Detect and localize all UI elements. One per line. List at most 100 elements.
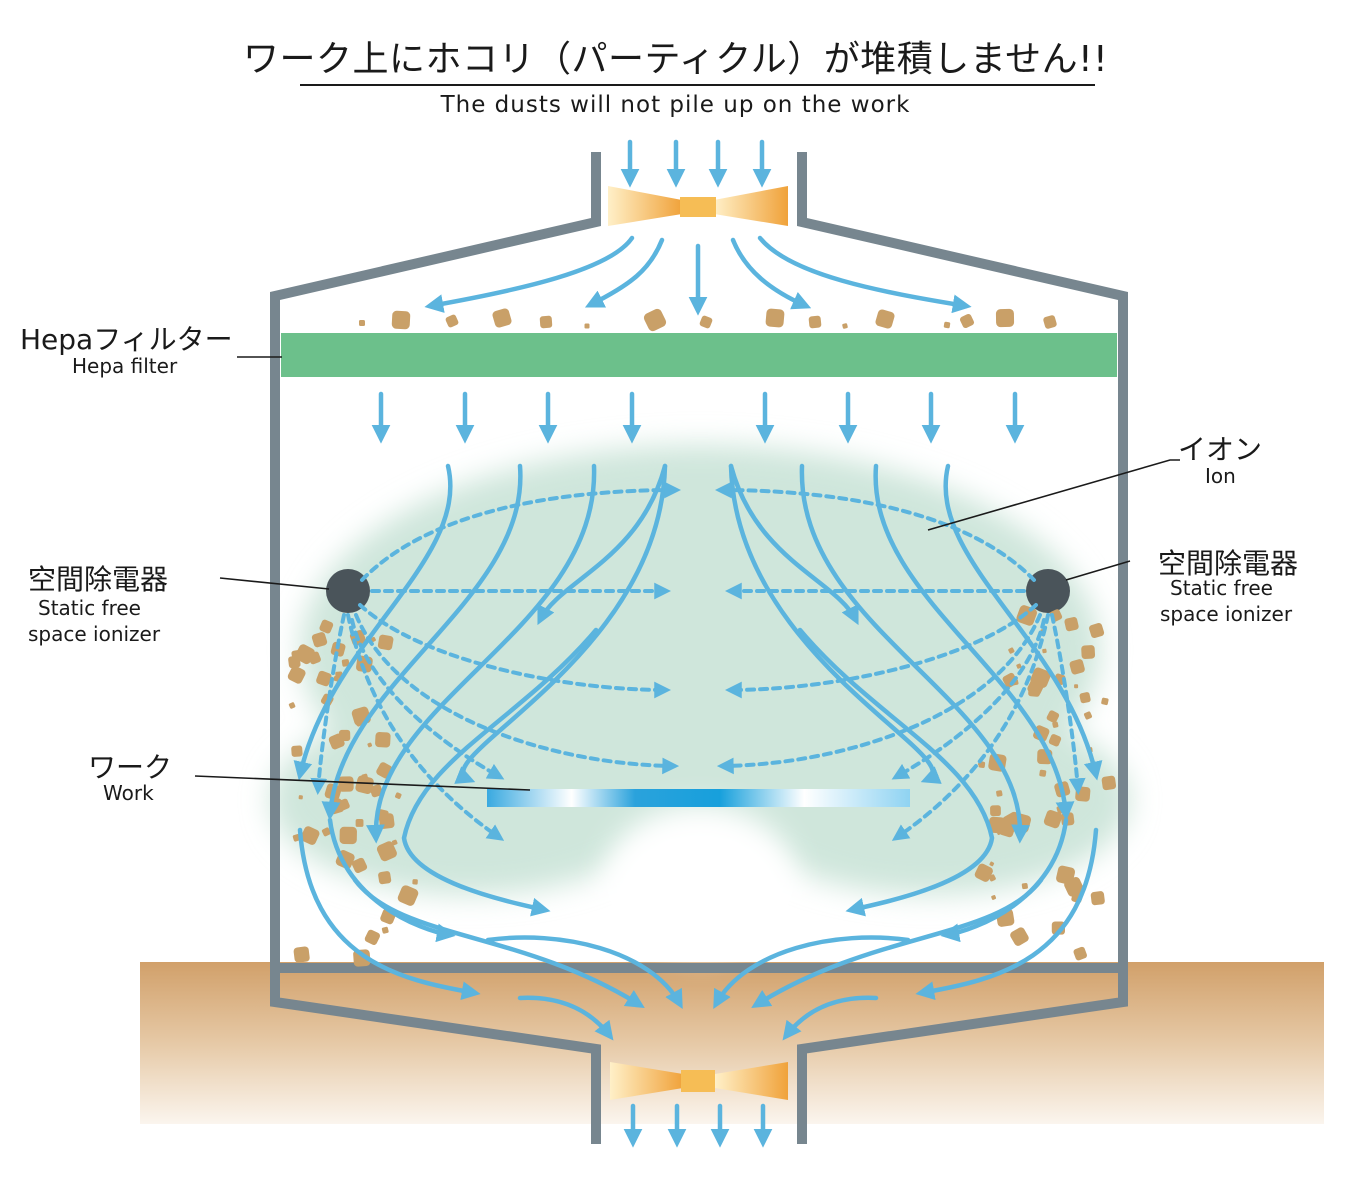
ion-arrow (1050, 613, 1086, 796)
dust-particle (394, 792, 402, 799)
work-label-en: Work (103, 781, 154, 805)
airflow-arrow (352, 877, 645, 1009)
dust-particle (369, 784, 383, 798)
ionizer-left-label-en2: space ionizer (28, 622, 161, 646)
airflow-arrow (293, 463, 453, 781)
dust-particle (1048, 734, 1062, 747)
dust-particle (1027, 678, 1044, 696)
dust-particle (584, 323, 590, 329)
airflow-arrow (751, 877, 1044, 1009)
dust-particle (990, 805, 1001, 817)
work-label-jp: ワーク (88, 751, 173, 784)
dust-particle (339, 826, 357, 845)
airflow-arrow (873, 463, 1075, 821)
bottom-fan-icon (610, 1062, 788, 1100)
dust-particle (995, 308, 1015, 328)
dust-particle (943, 321, 951, 329)
top-distribution-arrow (730, 237, 812, 310)
dust-particle (311, 632, 328, 648)
dust-particle (1008, 647, 1015, 654)
dust-particle (1101, 775, 1117, 791)
ion-arrow (891, 618, 1046, 780)
airflow-arrow (728, 463, 859, 626)
dust-particle (355, 819, 364, 827)
ion-arrow (360, 481, 682, 582)
dust-particle (1073, 946, 1087, 961)
top-distribution-arrow (584, 237, 665, 308)
dust-particle (1064, 616, 1079, 632)
dust-particle (875, 309, 895, 329)
airflow-arrow (401, 627, 599, 917)
dust-particle (391, 839, 398, 846)
airflow-arrow (782, 995, 879, 1041)
airflow-arrow (799, 463, 1030, 844)
ionizer-left-label-en1: Static free (38, 596, 141, 620)
ion-arrow (714, 481, 1036, 582)
page-subtitle: The dusts will not pile up on the work (440, 92, 911, 118)
dust-particle (1081, 645, 1096, 659)
dust-particle (996, 829, 1003, 835)
airflow-arrows (293, 139, 1103, 1148)
dust-particle (351, 857, 368, 874)
dust-particle (367, 742, 373, 748)
dust-particle (842, 323, 848, 329)
ionizer-right-label-en2: space ionizer (1160, 602, 1293, 626)
dust-particle (358, 319, 366, 327)
dust-particle (1089, 623, 1105, 639)
dust-particle (364, 929, 381, 946)
ionizer-left-icon (326, 569, 370, 613)
dust-particle (1090, 891, 1105, 906)
dust-particle (1016, 663, 1022, 669)
ionizer-right-icon (1026, 569, 1070, 613)
dust-particle (1079, 692, 1091, 704)
floor (140, 962, 1324, 1124)
dust-particle (988, 874, 996, 882)
page-title: ワーク上にホコリ（パーティクル）が堆積しません!! (242, 39, 1109, 80)
dust-particle (643, 308, 667, 332)
ion-label-jp: イオン (1178, 433, 1263, 466)
ion-arrow (716, 613, 1042, 775)
dust-particle (1042, 648, 1047, 654)
dust-particle (959, 313, 975, 329)
ion-arrow (891, 613, 1050, 841)
dust-particle (355, 775, 374, 794)
dust-particle (808, 315, 822, 329)
dust-particle (339, 729, 351, 742)
dust-particle (492, 308, 512, 328)
top-fan-icon (608, 186, 788, 226)
chamber-walls (270, 152, 1128, 1144)
dust-particle (287, 665, 306, 684)
dust-particle (377, 634, 394, 651)
dust-particle (1039, 769, 1047, 777)
ion-label-en: Ion (1205, 464, 1236, 488)
dust-particle (1056, 865, 1076, 885)
dust-particle (1083, 711, 1093, 720)
dust-particle (291, 649, 303, 662)
title-underline (300, 84, 1095, 86)
airflow-arrow (713, 935, 911, 1009)
dust-particle (288, 702, 296, 709)
dust-particle (338, 776, 354, 792)
airflow-arrow (537, 463, 668, 626)
leader-lines (194, 356, 1180, 791)
airflow-arrow (321, 463, 523, 821)
ionizer-right-label-en1: Static free (1170, 576, 1273, 600)
ion-arrow (346, 613, 505, 841)
dust-particle (376, 841, 397, 862)
dust-particle (300, 826, 320, 845)
dust-particle (308, 651, 321, 665)
airflow-arrow (797, 627, 995, 917)
dust-particle (539, 315, 553, 329)
dust-particle (293, 946, 310, 963)
dust-particle (974, 863, 993, 882)
ion-arrow (310, 613, 346, 796)
dust-particle (1043, 315, 1057, 329)
hepa-filter (281, 333, 1117, 377)
dust-particle (321, 827, 331, 837)
dust-particle (319, 619, 334, 634)
dust-particle (765, 308, 785, 328)
dust-particle (381, 926, 389, 934)
dust-particle (445, 314, 459, 328)
dust-particle (1101, 697, 1109, 706)
airflow-arrow (728, 463, 942, 784)
